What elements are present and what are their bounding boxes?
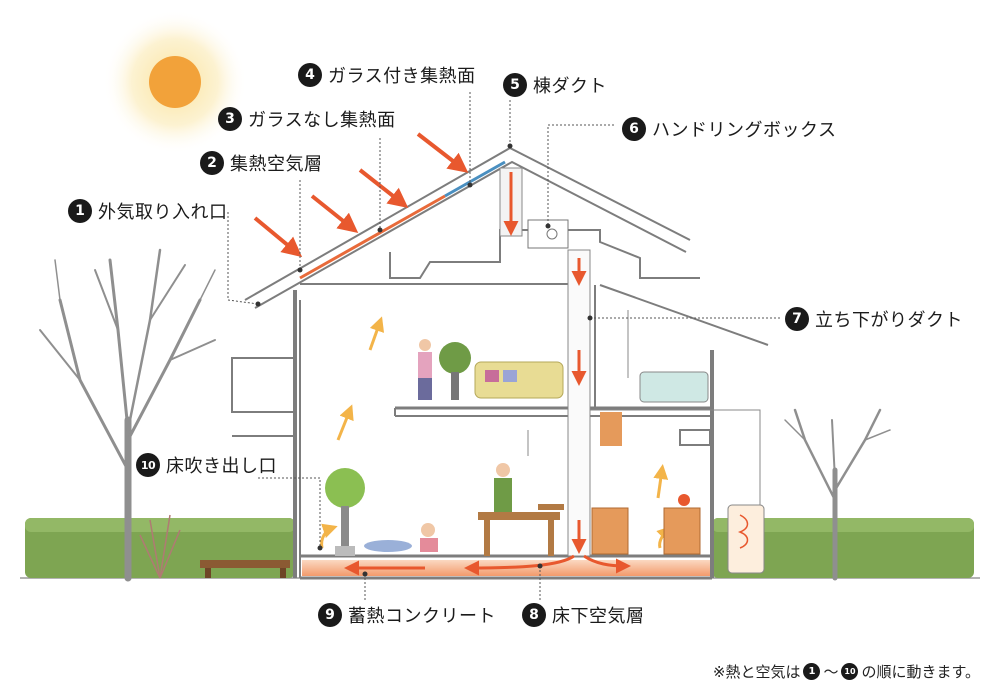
label-7: 7 立ち下がりダクト — [785, 306, 963, 332]
leader-lines — [227, 92, 780, 600]
sun-heat-arrows — [253, 132, 469, 258]
footnote: ※熱と空気は 1 〜 10 の順に動きます。 — [713, 661, 980, 682]
label-5: 5 棟ダクト — [503, 72, 607, 98]
label-8: 8 床下空気層 — [522, 602, 645, 628]
number-badge: 4 — [298, 63, 322, 87]
label-1: 1 外気取り入れ口 — [68, 198, 228, 224]
label-9: 9 蓄熱コンクリート — [318, 602, 496, 628]
roof-collector-glazed — [444, 160, 506, 198]
footnote-tilde: 〜 — [823, 663, 839, 681]
number-badge: 6 — [622, 117, 646, 141]
hedge-right — [712, 518, 974, 578]
shrub-left — [139, 514, 181, 579]
footnote-from-badge: 1 — [803, 663, 821, 680]
label-text: 立ち下がりダクト — [815, 310, 963, 331]
label-4: 4 ガラス付き集熱面 — [298, 62, 476, 88]
down-duct — [567, 249, 591, 557]
bare-tree-right — [784, 408, 891, 581]
footnote-prefix: ※熱と空気は — [712, 663, 801, 681]
label-10: 10 床吹き出し口 — [136, 452, 277, 478]
label-text: 集熱空気層 — [230, 154, 323, 175]
number-badge: 9 — [318, 603, 342, 627]
label-text: 棟ダクト — [533, 76, 607, 97]
bare-tree-left — [39, 248, 216, 582]
label-text: ガラスなし集熱面 — [248, 110, 396, 131]
living-room-upstairs — [418, 339, 564, 400]
label-text: ハンドリングボックス — [652, 120, 837, 141]
label-6: 6 ハンドリングボックス — [622, 116, 836, 142]
label-2: 2 集熱空気層 — [200, 150, 323, 176]
roof-collector-unglazed — [299, 194, 446, 280]
dining-area — [478, 430, 564, 556]
number-badge: 1 — [68, 199, 92, 223]
ridge-duct — [499, 167, 523, 237]
bathroom — [600, 310, 709, 446]
water-heater — [590, 409, 765, 574]
footnote-suffix: の順に動きます。 — [861, 663, 980, 681]
sun-icon — [103, 10, 247, 154]
label-text: 外気取り入れ口 — [98, 202, 228, 223]
rising-air-arrows — [320, 316, 673, 549]
number-badge: 7 — [785, 307, 809, 331]
garden-bench — [200, 560, 290, 578]
leader-dots — [255, 143, 593, 577]
label-text: 床下空気層 — [552, 606, 645, 627]
label-3: 3 ガラスなし集熱面 — [218, 106, 396, 132]
number-badge: 3 — [218, 107, 242, 131]
footnote-to-badge: 10 — [841, 663, 859, 680]
number-badge: 8 — [522, 603, 546, 627]
label-text: 床吹き出し口 — [166, 456, 277, 477]
kitchen-counter — [591, 494, 701, 555]
number-badge: 2 — [200, 151, 224, 175]
label-text: 蓄熱コンクリート — [348, 606, 496, 627]
number-badge: 10 — [136, 453, 160, 477]
number-badge: 5 — [503, 73, 527, 97]
downstairs-plant-people — [325, 468, 438, 556]
handling-box — [527, 219, 569, 249]
underfloor-air-arrows — [344, 554, 631, 576]
hedge-left — [25, 518, 295, 578]
label-text: ガラス付き集熱面 — [328, 66, 476, 87]
